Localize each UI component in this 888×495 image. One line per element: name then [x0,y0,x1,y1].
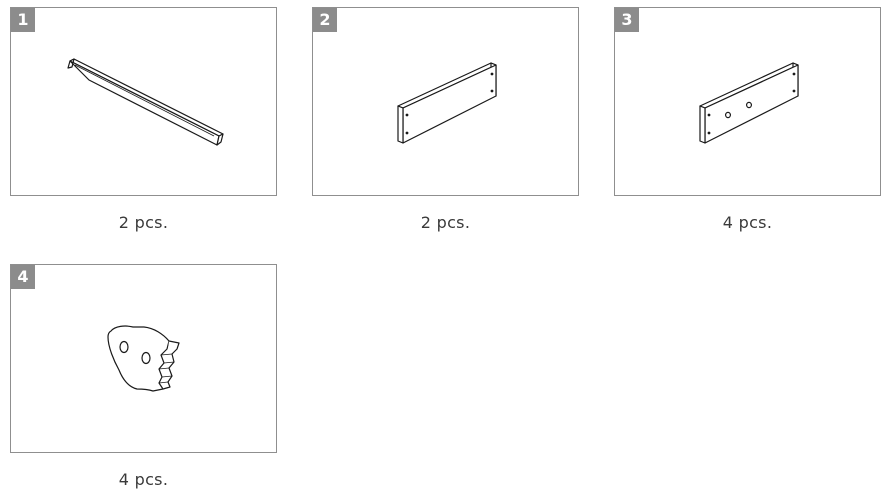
part-quantity-label: 4 pcs. [722,213,773,232]
part-number-badge: 2 [313,8,337,32]
part-card-1: 1 2 pcs. [10,7,277,237]
part-number-badge: 3 [615,8,639,32]
part-card-2: 2 2 pcs. [312,7,579,237]
part-number-badge: 1 [11,8,35,32]
corner-bracket-icon [107,325,180,392]
part-number-badge: 4 [11,265,35,289]
part-frame: 3 [614,7,881,196]
part-frame: 4 [10,264,277,453]
part-quantity-label: 2 pcs. [420,213,471,232]
two-hole-board-icon [397,62,497,144]
part-quantity-label: 2 pcs. [118,213,169,232]
diagonal-slat-icon [67,58,224,146]
part-quantity-label: 4 pcs. [118,470,169,489]
part-card-4: 4 4 pcs. [10,264,277,494]
part-frame: 2 [312,7,579,196]
part-card-3: 3 4 pcs. [614,7,881,237]
four-hole-board-icon [699,62,799,144]
part-frame: 1 [10,7,277,196]
